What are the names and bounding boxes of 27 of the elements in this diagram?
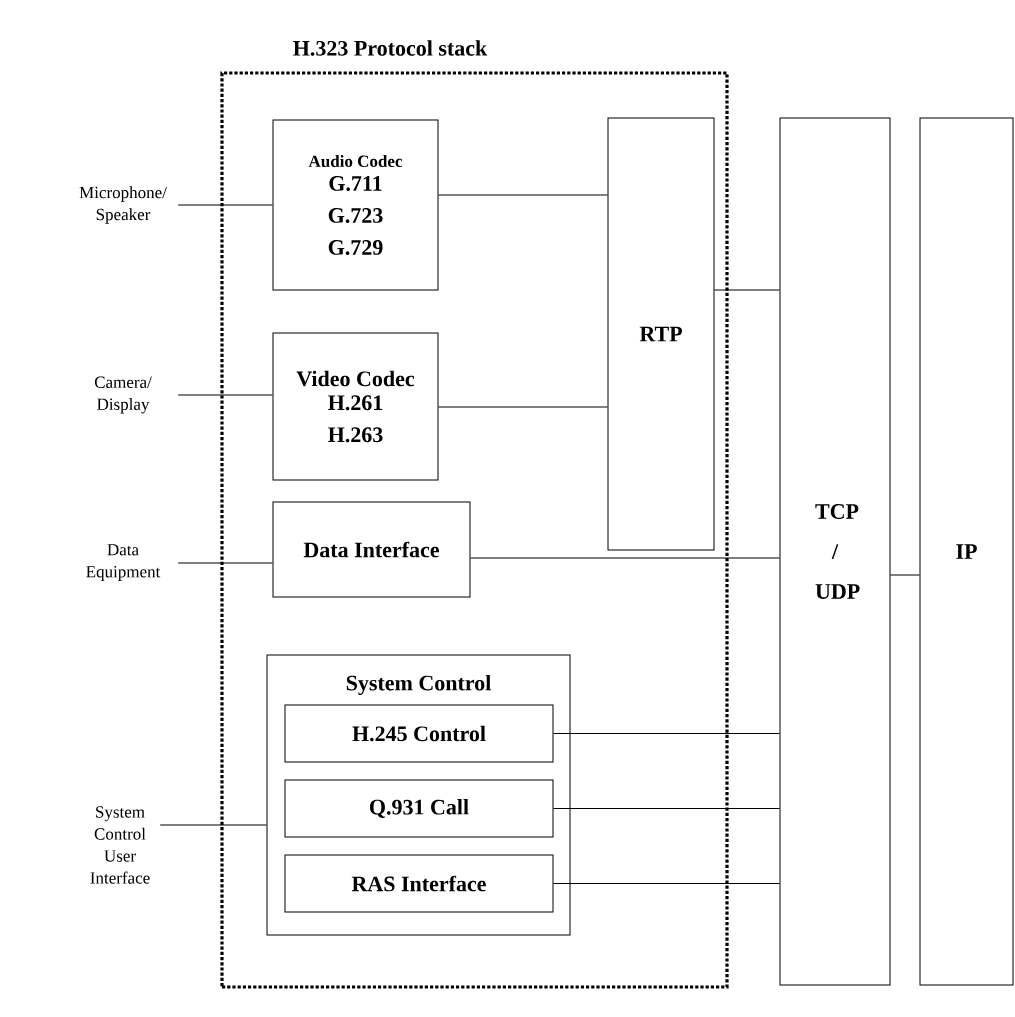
device-label: System Control User Interface [90,806,150,884]
codec-box: Audio Codec G.711 G.723 G.729 [272,119,439,291]
title: H.323 Protocol stack [293,40,488,56]
protocol-box: TCP / UDP [779,117,891,986]
connector-line [714,289,780,291]
device-label: Camera/ Display [94,376,152,414]
codec-box: Video Codec H.261 H.263 [272,332,439,481]
connector-line [553,733,780,734]
protocol-box: Q.931 Call [284,779,554,838]
protocol-box: RAS Interface [284,854,554,913]
device-label: Data Equipment [86,544,161,581]
protocol-box: H.245 Control [284,704,554,763]
connector-line [553,808,780,809]
connector-line [177,204,273,206]
protocol-box: Data Interface [272,501,471,598]
protocol-box: IP [919,117,1014,986]
stack-frame [220,71,729,989]
connector-line [553,883,780,884]
connector-line [438,194,608,196]
connector-line [177,394,273,396]
device-label: Microphone/ Speaker [79,186,167,224]
connector-line [890,574,920,576]
connector-line [470,557,780,559]
connector-line [159,824,267,826]
protocol-box: RTP [607,117,715,551]
connector-line [177,562,273,564]
connector-line [438,406,608,408]
